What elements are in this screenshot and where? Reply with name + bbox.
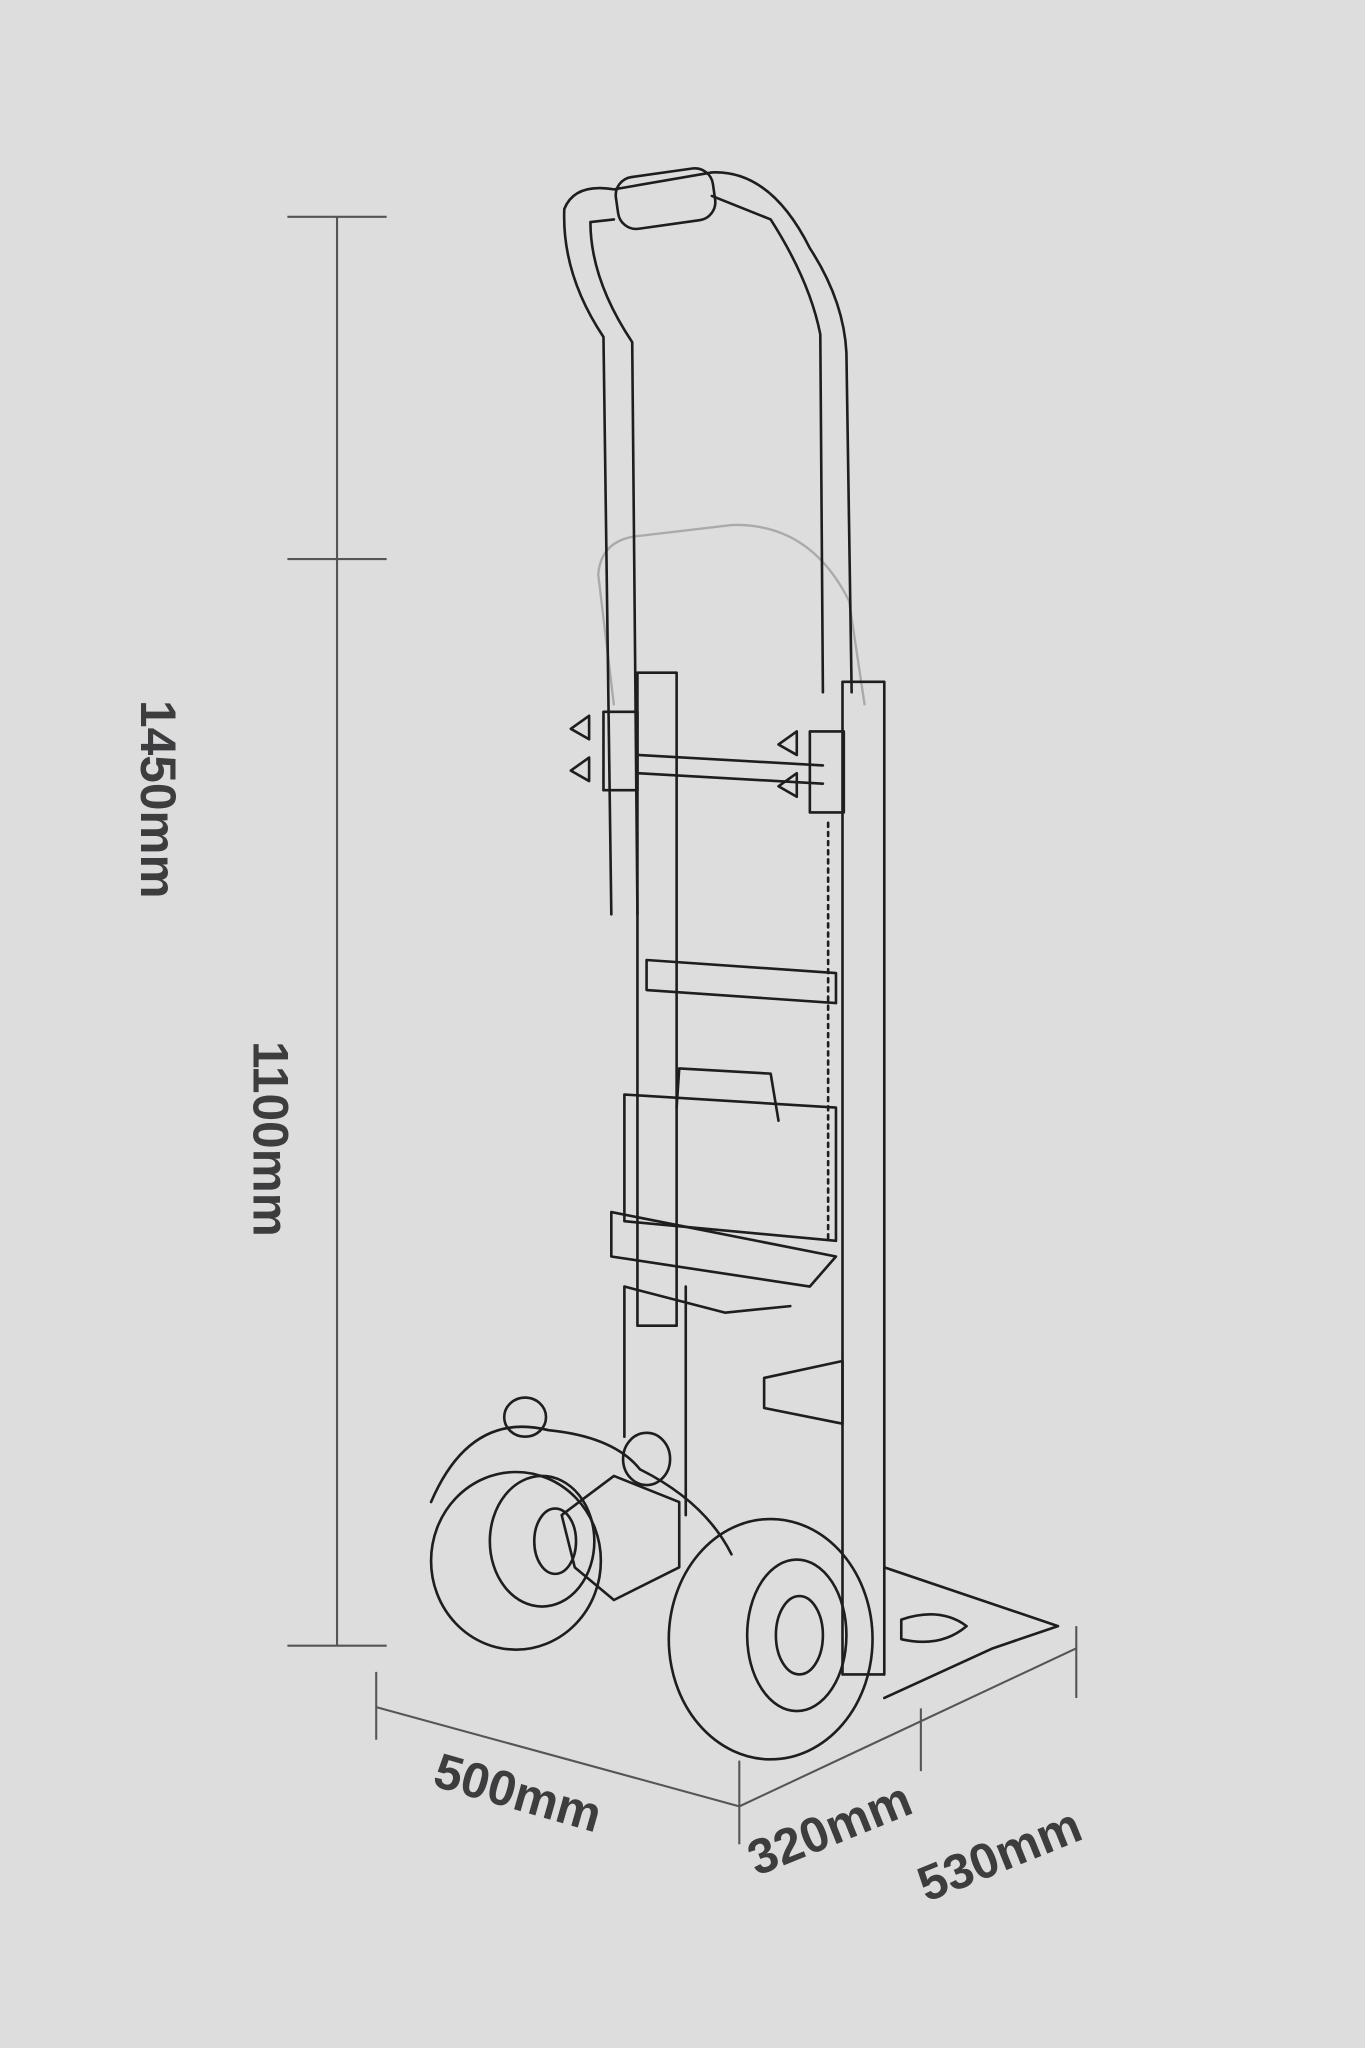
base-dimension-lines (375, 1626, 1078, 1845)
hand-truck-frame (562, 166, 1060, 1700)
plate-depth-label: 320mm (740, 1770, 920, 1886)
front-wheel (667, 1517, 874, 1761)
height-dimension-lines (287, 215, 387, 1647)
lower-height-label: 1100mm (242, 1041, 298, 1237)
width-label: 500mm (428, 1742, 608, 1843)
overall-depth-label: 530mm (910, 1797, 1090, 1913)
rear-wheel (429, 1470, 603, 1651)
retracted-handle-ghost (597, 523, 866, 706)
total-height-label: 1450mm (130, 700, 186, 899)
stair-climber-star-wheels (429, 1396, 733, 1602)
